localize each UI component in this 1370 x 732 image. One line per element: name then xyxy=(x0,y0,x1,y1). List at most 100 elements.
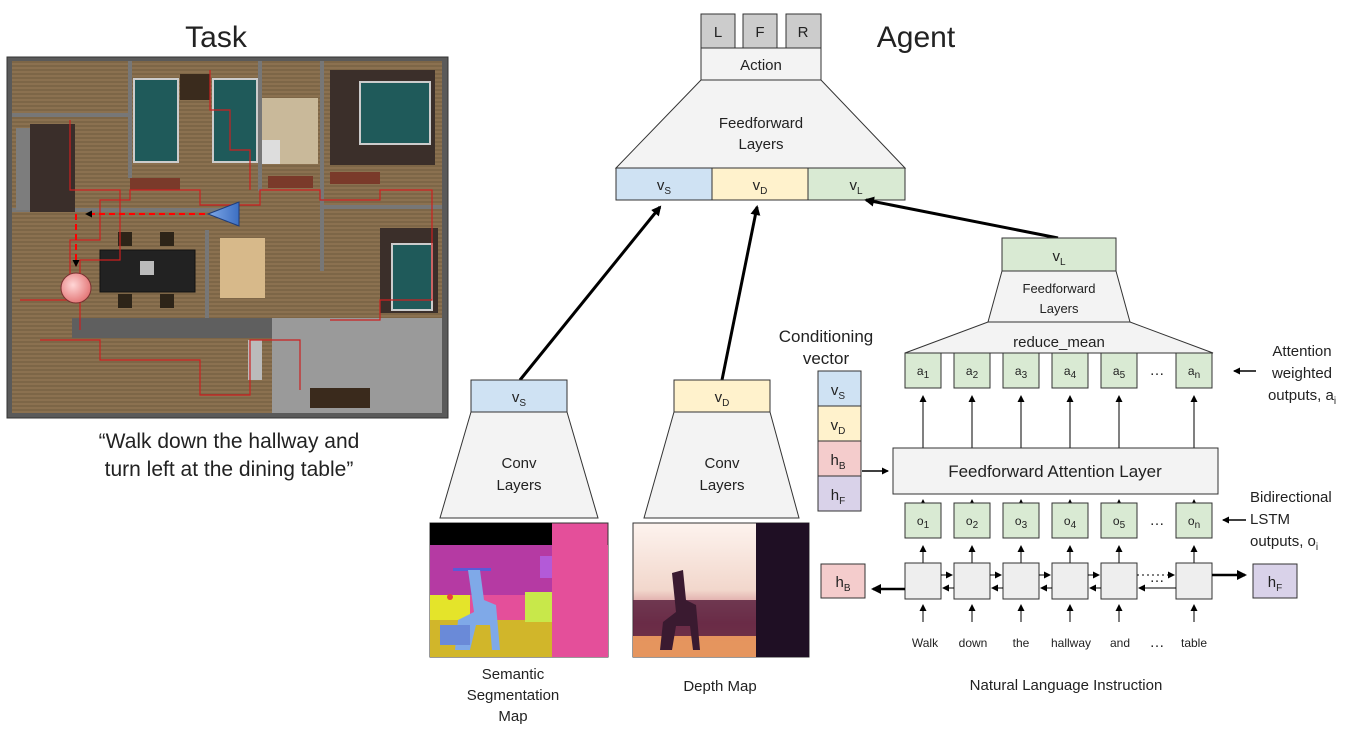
instruction-words: Walk down the hallway and … table xyxy=(912,634,1207,651)
attn-ellipsis: … xyxy=(1150,362,1165,379)
arrow-vd-to-concat xyxy=(720,205,761,381)
conditioning-line1: Conditioning xyxy=(779,327,874,346)
attn-out-label: a2 xyxy=(966,364,979,381)
conditioning-vector: vS vD hB hF xyxy=(817,370,862,512)
conv-vd-box xyxy=(673,379,771,413)
semantic-segmentation-image xyxy=(429,522,609,658)
attn-out-label: a1 xyxy=(917,364,930,381)
cond-hb-label: hB xyxy=(830,452,845,472)
attn-out-box xyxy=(1175,352,1213,389)
bidirectional-lstm-cells xyxy=(904,562,1213,600)
cond-vd-label: vD xyxy=(831,417,846,437)
depth-conv-layers xyxy=(643,411,800,519)
attention-layer-label: Feedforward Attention Layer xyxy=(948,462,1162,481)
cond-vs-box xyxy=(817,370,862,407)
instruction-word: hallway xyxy=(1051,636,1091,650)
top-ff-line1: Feedforward xyxy=(719,115,803,132)
agent-title: Agent xyxy=(877,21,956,54)
cond-vd-box xyxy=(817,405,862,442)
attn-out-label: an xyxy=(1188,364,1200,381)
side-attention-line1: Attention xyxy=(1272,343,1331,360)
attn-out-box xyxy=(1051,352,1089,389)
lstm-cell xyxy=(1100,562,1138,600)
action-button-label: L xyxy=(714,24,722,41)
conditioning-line2: vector xyxy=(803,349,850,368)
attn-out-label: a4 xyxy=(1064,364,1077,381)
instruction-word: and xyxy=(1110,636,1130,650)
action-box xyxy=(700,47,822,81)
concat-vs-label: vS xyxy=(657,177,672,197)
side-lstm-line1: Bidirectional xyxy=(1250,489,1332,506)
action-button-label: F xyxy=(755,24,764,41)
action-button-r: R xyxy=(785,13,822,49)
side-attention-line2: weighted xyxy=(1271,365,1332,382)
attn-out-box xyxy=(953,352,991,389)
cond-hb-box xyxy=(817,440,862,477)
conv-vs-box xyxy=(470,379,568,413)
depth-map-image xyxy=(632,522,810,658)
action-button-f: F xyxy=(742,13,778,49)
lang-ff-line1: Feedforward xyxy=(1023,281,1096,296)
lstm-cell-ellipsis: … xyxy=(1150,569,1165,586)
lstm-cell xyxy=(1002,562,1040,600)
lstm-out-label: o5 xyxy=(1113,514,1126,531)
lstm-out-label: o4 xyxy=(1064,514,1077,531)
instruction-word: … xyxy=(1150,634,1165,651)
hb-box xyxy=(820,563,866,599)
instruction-word: the xyxy=(1013,636,1030,650)
arrows-attn-to-outputs xyxy=(919,395,1198,448)
semantic-caption-line3: Map xyxy=(498,708,527,725)
attn-out-label: a5 xyxy=(1113,364,1126,381)
depth-conv-line1: Conv xyxy=(704,455,740,472)
concat-vector: vS vD vL xyxy=(615,167,906,201)
hb-label: hB xyxy=(835,574,850,594)
arrow-vl-to-concat xyxy=(864,196,1059,240)
top-ff-line2: Layers xyxy=(738,136,783,153)
lstm-out-label: o3 xyxy=(1015,514,1028,531)
lstm-out-box xyxy=(1175,502,1213,539)
reduce-mean-layer xyxy=(904,321,1214,354)
side-lstm-line2: LSTM xyxy=(1250,511,1290,528)
concat-vl-label: vL xyxy=(849,177,863,197)
instruction-quote-line2: turn left at the dining table” xyxy=(105,458,354,481)
lstm-out-box xyxy=(904,502,942,539)
lstm-out-box xyxy=(953,502,991,539)
action-button-label: R xyxy=(798,24,809,41)
lstm-out-box xyxy=(1100,502,1138,539)
hf-box xyxy=(1252,563,1298,599)
attn-out-box xyxy=(1002,352,1040,389)
lstm-out-box xyxy=(1002,502,1040,539)
hf-label: hF xyxy=(1268,574,1282,594)
lstm-cell xyxy=(904,562,942,600)
concat-vl-box xyxy=(807,167,906,201)
depth-caption: Depth Map xyxy=(683,678,756,695)
instruction-word: down xyxy=(959,636,988,650)
lstm-outputs-row: o1 o2 o3 o4 o5 on … xyxy=(904,502,1213,539)
lstm-cell xyxy=(1051,562,1089,600)
arrows-cells-to-outputs xyxy=(919,545,1198,563)
lstm-cell xyxy=(1175,562,1213,600)
semantic-conv-line2: Layers xyxy=(496,477,541,494)
lstm-out-box xyxy=(1051,502,1089,539)
semantic-conv-layers xyxy=(439,411,599,519)
instruction-quote-line1: “Walk down the hallway and xyxy=(99,430,360,453)
arrows-words-to-cells xyxy=(919,604,1198,622)
action-button-l: L xyxy=(700,13,736,49)
instruction-word: table xyxy=(1181,636,1207,650)
task-title: Task xyxy=(185,21,248,54)
side-attention-line3: outputs, ai xyxy=(1268,387,1336,407)
conv-vs-label: vS xyxy=(512,389,527,409)
reduce-mean-label: reduce_mean xyxy=(1013,334,1105,351)
lang-ff-line2: Layers xyxy=(1039,301,1079,316)
lstm-out-label: o2 xyxy=(966,514,979,531)
lstm-cell xyxy=(953,562,991,600)
lstm-out-label: o1 xyxy=(917,514,930,531)
attn-out-label: a3 xyxy=(1015,364,1028,381)
conv-vd-label: vD xyxy=(715,389,730,409)
action-label: Action xyxy=(740,57,782,74)
language-caption: Natural Language Instruction xyxy=(970,677,1163,694)
concat-vd-box xyxy=(711,167,809,201)
concat-vd-label: vD xyxy=(753,177,768,197)
cond-hf-box xyxy=(817,475,862,512)
